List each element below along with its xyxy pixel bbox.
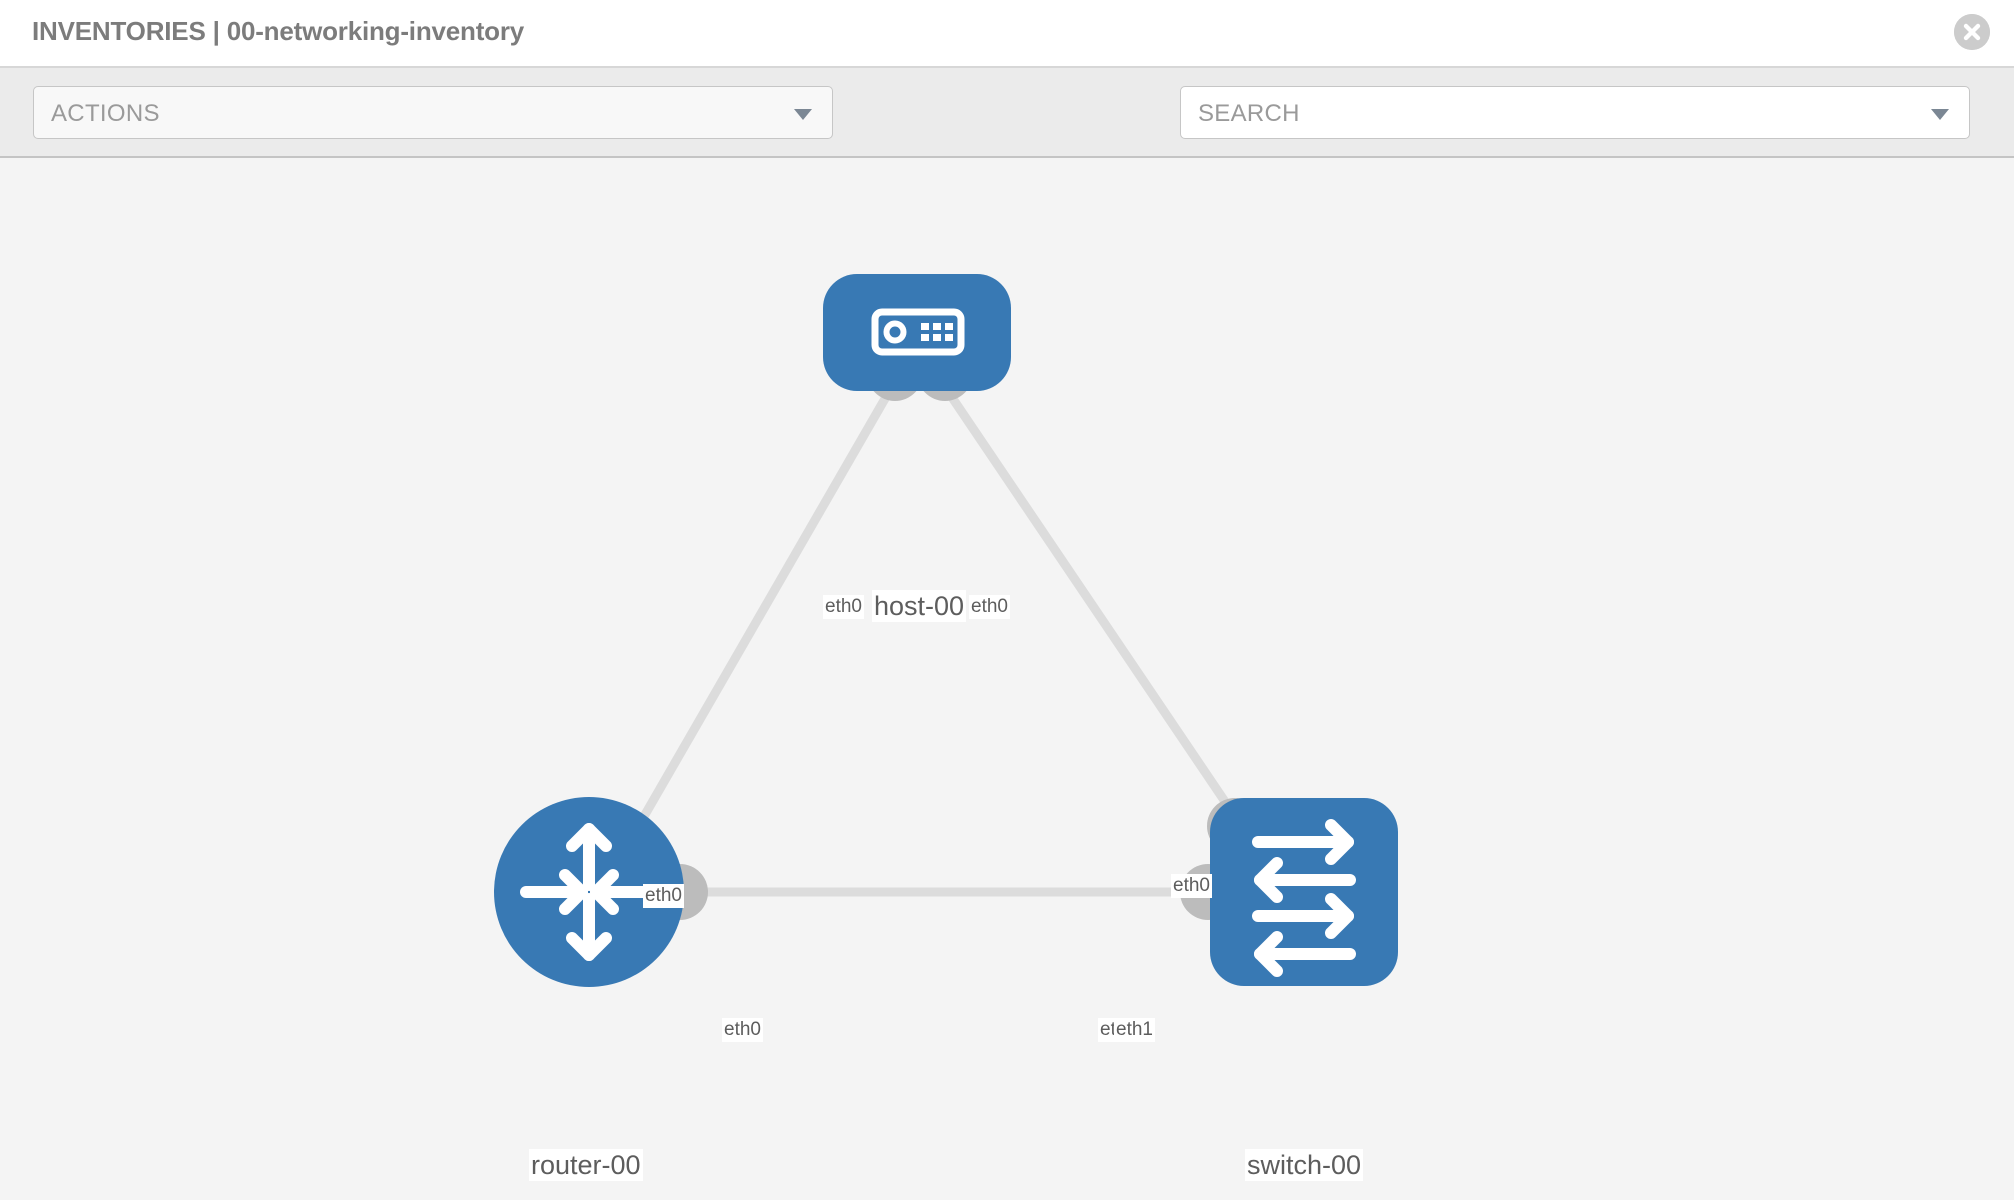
node-label-router-00: router-00 — [529, 1149, 643, 1181]
switch-arrows-icon — [1252, 819, 1356, 977]
interface-label-router-eth0-to-host: eth0 — [643, 884, 684, 908]
toolbar: ACTIONS SEARCH — [0, 68, 2014, 194]
actions-dropdown[interactable]: ACTIONS — [33, 86, 833, 139]
close-icon[interactable] — [1954, 14, 1990, 50]
interface-label-router-eth0-to-switch: eth0 — [722, 1018, 763, 1042]
interface-label-host-eth0-left: eth0 — [823, 595, 864, 619]
page-header: INVENTORIES | 00-networking-inventory — [0, 0, 2014, 68]
node-switch-00[interactable] — [1210, 798, 1398, 986]
chevron-down-icon[interactable] — [1931, 109, 1949, 120]
interface-label-switch-eth0-to-host: eth0 — [1171, 874, 1212, 898]
interface-label-switch-eth1: eth1 — [1114, 1018, 1155, 1042]
interface-label-host-eth0-right: eth0 — [969, 595, 1010, 619]
chevron-down-icon — [794, 109, 812, 120]
actions-dropdown-label: ACTIONS — [51, 100, 160, 127]
node-router-00[interactable] — [494, 797, 684, 987]
search-placeholder-label: SEARCH — [1198, 100, 1300, 127]
node-host-00[interactable] — [823, 274, 1011, 391]
server-device-icon — [871, 308, 965, 356]
link-host-router[interactable] — [616, 387, 894, 861]
search-input[interactable]: SEARCH — [1180, 86, 1970, 139]
node-label-host-00: host-00 — [872, 590, 967, 622]
link-host-switch[interactable] — [943, 387, 1259, 849]
topology-graph[interactable] — [0, 158, 2014, 1200]
topology-canvas[interactable]: eth0 eth0 host-00 eth0 eth0 eth0 eth0 et… — [0, 158, 2014, 1200]
node-label-switch-00: switch-00 — [1245, 1149, 1364, 1181]
router-four-arrows-icon — [520, 823, 658, 961]
page-title: INVENTORIES | 00-networking-inventory — [32, 16, 525, 46]
